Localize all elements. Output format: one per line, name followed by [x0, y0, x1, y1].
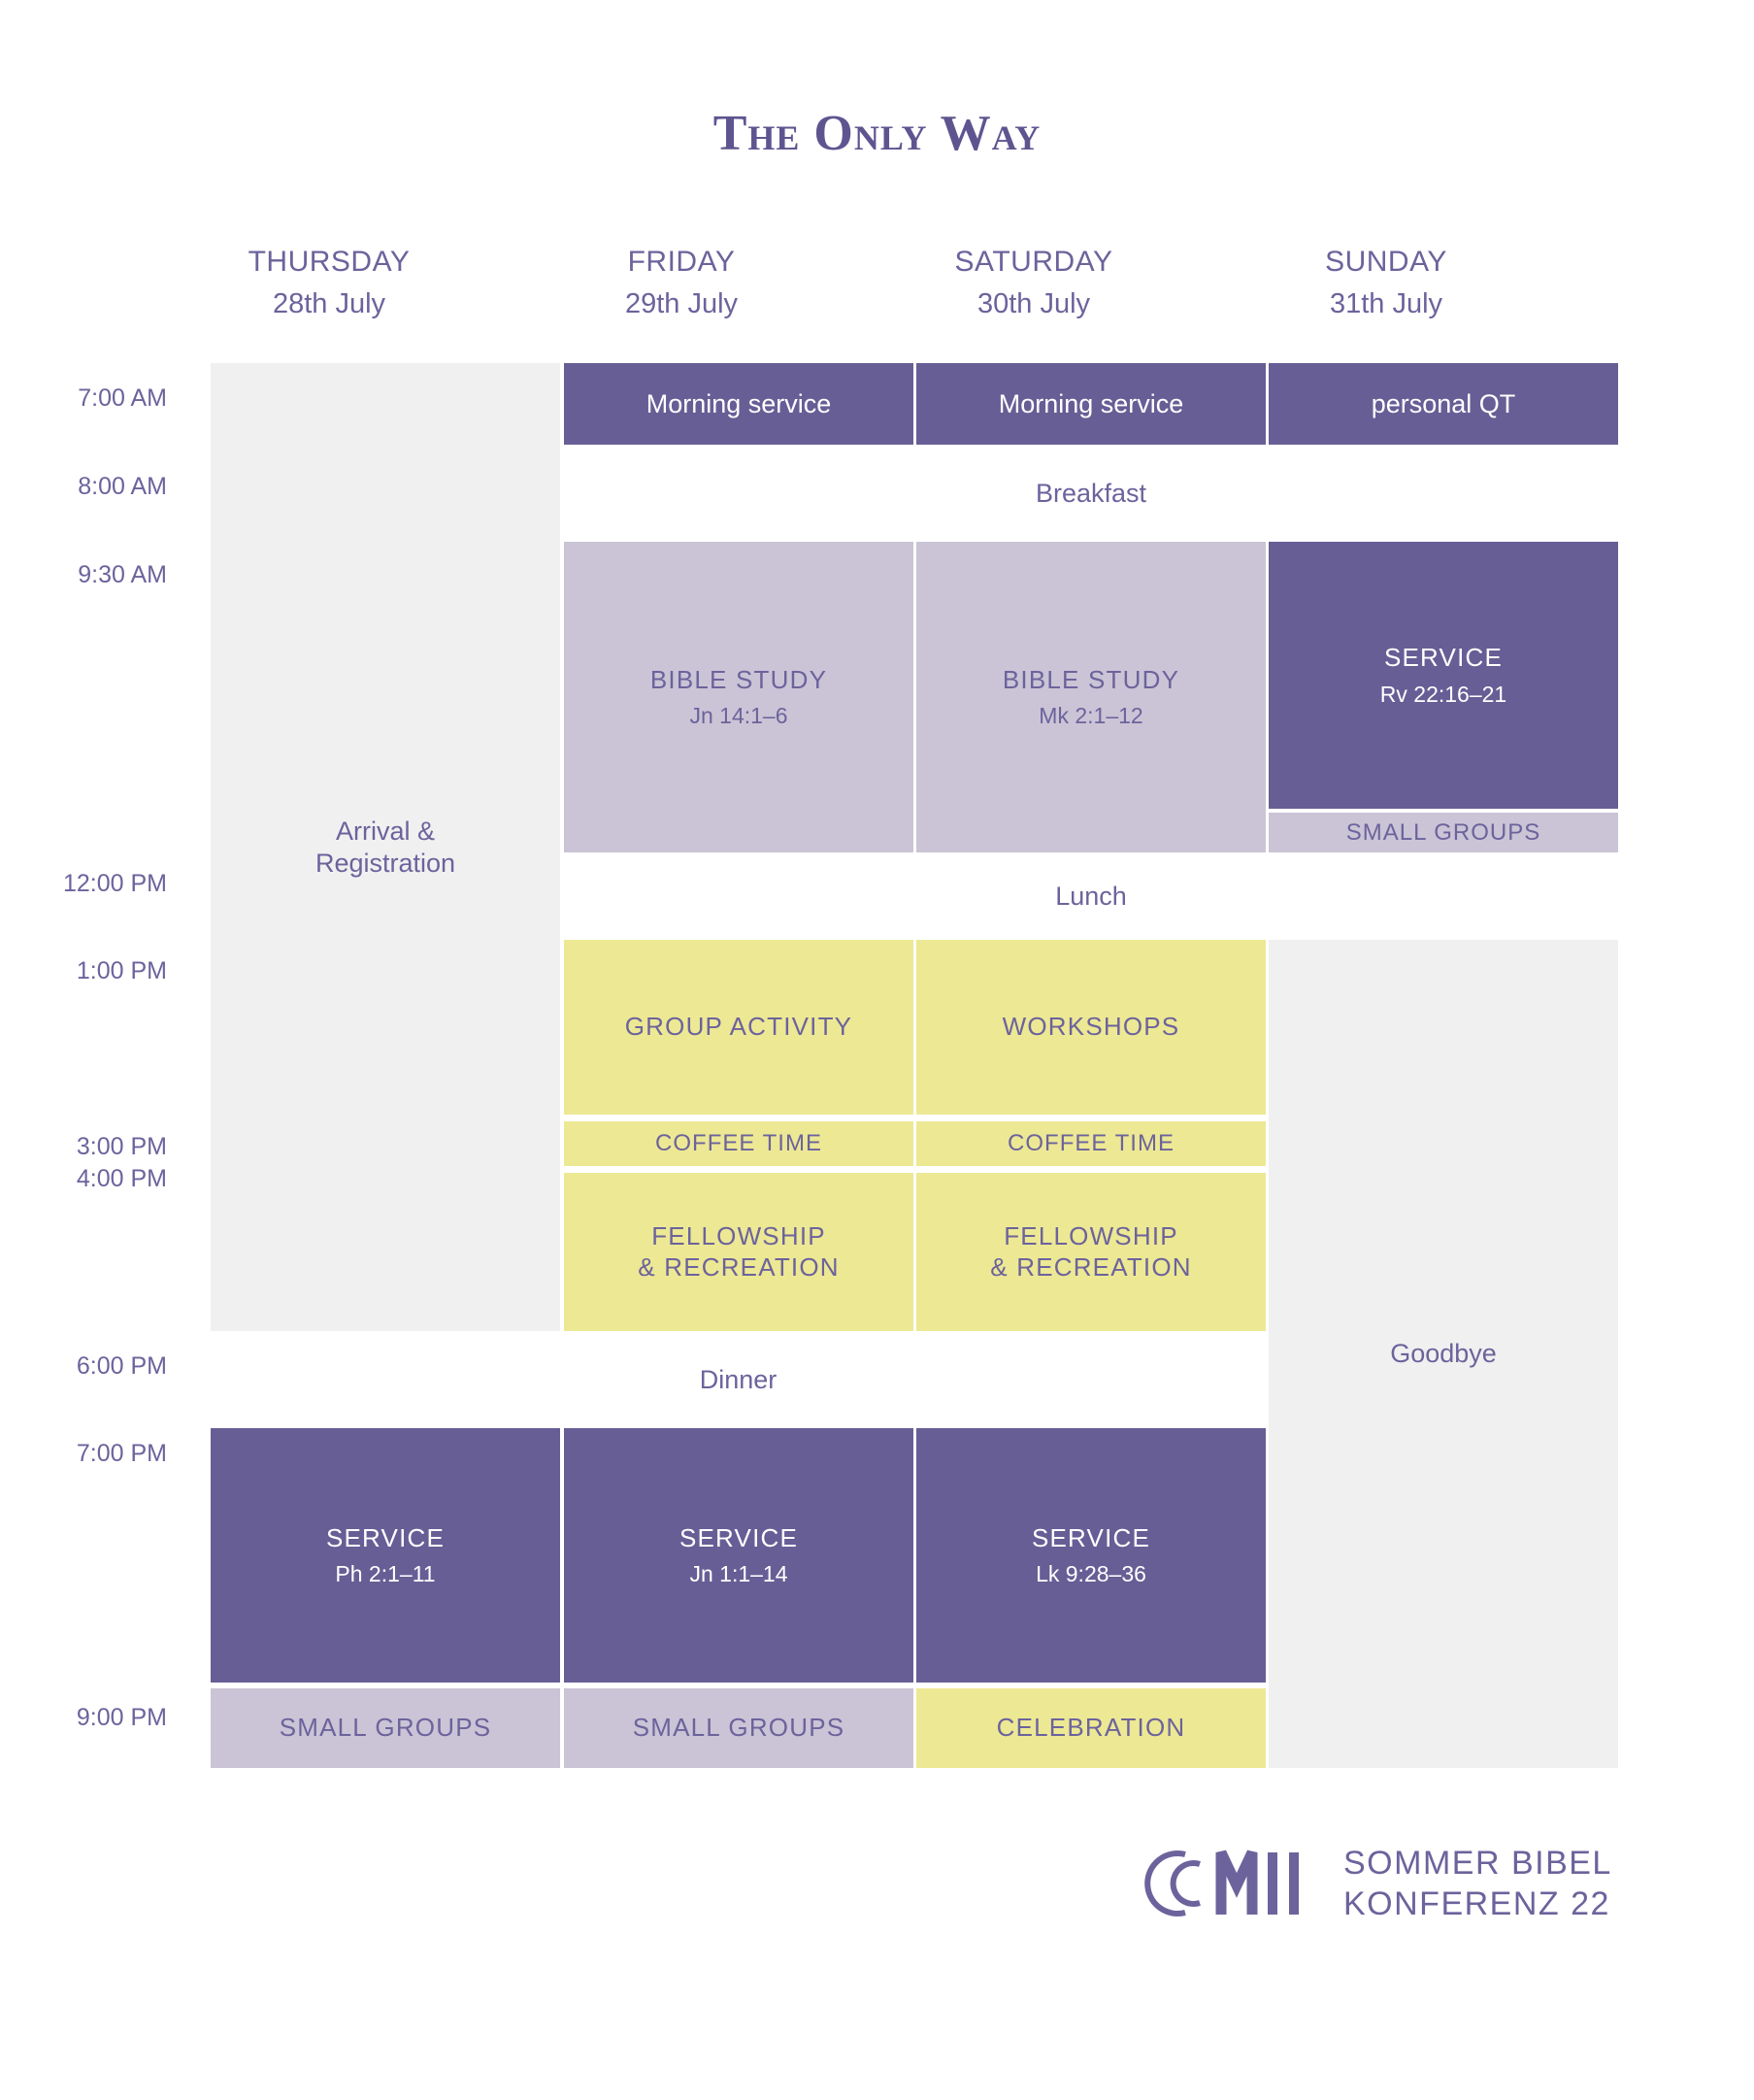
event-title: COFFEE TIME: [1008, 1130, 1175, 1157]
event-morning-service-friday[interactable]: Morning service: [564, 363, 913, 445]
time-label-0930am: 9:30 AM: [78, 561, 167, 588]
day-name: SUNDAY: [1325, 246, 1447, 278]
event-reference: Jn 1:1–14: [689, 1561, 788, 1587]
event-title: Arrival & Registration: [314, 816, 456, 878]
event-dinner: Dinner: [211, 1331, 1266, 1428]
event-reference: Jn 14:1–6: [689, 703, 788, 729]
event-title: COFFEE TIME: [655, 1130, 822, 1157]
event-coffee-time-saturday[interactable]: COFFEE TIME: [916, 1121, 1266, 1166]
time-label-1200pm: 12:00 PM: [62, 870, 167, 897]
event-title: Morning service: [645, 388, 832, 418]
day-date: 30th July: [976, 288, 1091, 319]
event-small-groups-sunday-morning[interactable]: SMALL GROUPS: [1269, 813, 1618, 852]
event-title: Morning service: [998, 388, 1184, 418]
event-personal-qt-sunday[interactable]: personal QT: [1269, 363, 1618, 445]
day-header-saturday: SATURDAY 30th July: [857, 241, 1210, 325]
event-title: SMALL GROUPS: [279, 1713, 492, 1743]
event-service-friday-evening[interactable]: SERVICE Jn 1:1–14: [564, 1428, 913, 1683]
event-title: SMALL GROUPS: [632, 1713, 845, 1743]
event-title: SERVICE: [1031, 1522, 1151, 1552]
event-arrival-registration[interactable]: Arrival & Registration: [211, 363, 560, 1331]
event-title: WORKSHOPS: [1002, 1012, 1180, 1042]
event-title: Breakfast: [1035, 478, 1147, 508]
event-title: Goodbye: [1390, 1339, 1497, 1369]
event-title: CELEBRATION: [996, 1713, 1186, 1743]
event-reference: Rv 22:16–21: [1379, 681, 1507, 707]
event-title: GROUP ACTIVITY: [624, 1012, 853, 1042]
time-label-0400pm: 4:00 PM: [76, 1165, 167, 1192]
event-bible-study-saturday[interactable]: BIBLE STUDY Mk 2:1–12: [916, 542, 1266, 852]
event-small-groups-friday[interactable]: SMALL GROUPS: [564, 1688, 913, 1768]
event-fellowship-recreation-saturday[interactable]: FELLOWSHIP & RECREATION: [916, 1173, 1266, 1331]
logo-line-1: SOMMER BIBEL: [1343, 1845, 1612, 1882]
event-reference: Lk 9:28–36: [1036, 1561, 1146, 1587]
event-title: personal QT: [1371, 388, 1516, 418]
event-coffee-time-friday[interactable]: COFFEE TIME: [564, 1121, 913, 1166]
day-header-sunday: SUNDAY 31th July: [1209, 241, 1563, 325]
event-small-groups-thursday[interactable]: SMALL GROUPS: [211, 1688, 560, 1768]
day-date: 28th July: [272, 288, 386, 319]
day-header-friday: FRIDAY 29th July: [505, 241, 858, 325]
event-title: FELLOWSHIP & RECREATION: [990, 1220, 1192, 1282]
day-date: 29th July: [624, 288, 739, 319]
time-label-0600pm: 6:00 PM: [76, 1352, 167, 1380]
day-name: THURSDAY: [248, 246, 411, 278]
event-celebration-saturday[interactable]: CELEBRATION: [916, 1688, 1266, 1768]
logo-line-2: KONFERENZ 22: [1343, 1885, 1610, 1922]
event-reference: Mk 2:1–12: [1039, 703, 1143, 729]
day-name: FRIDAY: [627, 246, 736, 278]
time-label-0700pm: 7:00 PM: [76, 1440, 167, 1467]
event-workshops-saturday[interactable]: WORKSHOPS: [916, 940, 1266, 1115]
event-bible-study-friday[interactable]: BIBLE STUDY Jn 14:1–6: [564, 542, 913, 852]
event-service-sunday-morning[interactable]: SERVICE Rv 22:16–21: [1269, 542, 1618, 809]
event-title: Lunch: [1055, 881, 1127, 911]
event-service-saturday-evening[interactable]: SERVICE Lk 9:28–36: [916, 1428, 1266, 1683]
time-label-0800am: 8:00 AM: [78, 473, 167, 500]
event-group-activity-friday[interactable]: GROUP ACTIVITY: [564, 940, 913, 1115]
event-title: SERVICE: [678, 1522, 799, 1552]
event-title: SERVICE: [1383, 643, 1504, 673]
event-title: SERVICE: [325, 1522, 446, 1552]
event-title: BIBLE STUDY: [1002, 664, 1180, 694]
event-title: SMALL GROUPS: [1345, 818, 1541, 846]
event-morning-service-saturday[interactable]: Morning service: [916, 363, 1266, 445]
day-date: 31th July: [1329, 288, 1443, 319]
day-name: SATURDAY: [954, 246, 1113, 278]
event-title: FELLOWSHIP & RECREATION: [638, 1220, 840, 1282]
event-title: BIBLE STUDY: [649, 664, 828, 694]
event-service-thursday-evening[interactable]: SERVICE Ph 2:1–11: [211, 1428, 560, 1683]
event-reference: Ph 2:1–11: [335, 1561, 436, 1587]
event-lunch: Lunch: [564, 852, 1618, 940]
time-label-0700am: 7:00 AM: [78, 384, 167, 412]
event-breakfast: Breakfast: [564, 445, 1618, 542]
time-label-0100pm: 1:00 PM: [76, 957, 167, 984]
day-header-thursday: THURSDAY 28th July: [152, 241, 506, 325]
event-fellowship-recreation-friday[interactable]: FELLOWSHIP & RECREATION: [564, 1173, 913, 1331]
time-label-0900pm: 9:00 PM: [76, 1704, 167, 1731]
event-title: Dinner: [699, 1364, 778, 1394]
time-label-0300pm: 3:00 PM: [76, 1133, 167, 1160]
page-title: The Only Way: [712, 106, 1042, 161]
cmii-monogram-icon: [1144, 1850, 1299, 1917]
event-goodbye-sunday[interactable]: Goodbye: [1269, 940, 1618, 1768]
